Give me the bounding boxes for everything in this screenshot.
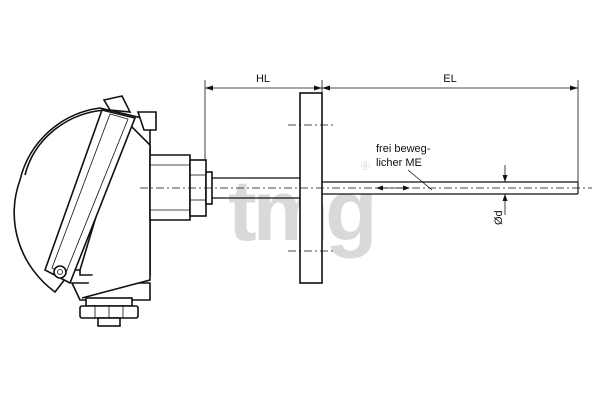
diameter-marker: Ød: [493, 165, 508, 225]
diameter-label: Ød: [493, 210, 505, 225]
annotation-line1: frei beweg-: [376, 143, 431, 155]
hl-label: HL: [256, 73, 270, 85]
el-label: EL: [443, 73, 456, 85]
neck-fitting: [149, 154, 213, 221]
movable-insert-annotation: frei beweg- licher ME: [376, 143, 433, 191]
annotation-line2: licher ME: [376, 157, 422, 169]
dimension-el: EL: [322, 73, 579, 182]
registered-mark: ®: [361, 159, 370, 173]
protection-tube: [212, 177, 300, 199]
connection-head: [13, 95, 157, 327]
dimension-hl: HL: [204, 73, 323, 160]
